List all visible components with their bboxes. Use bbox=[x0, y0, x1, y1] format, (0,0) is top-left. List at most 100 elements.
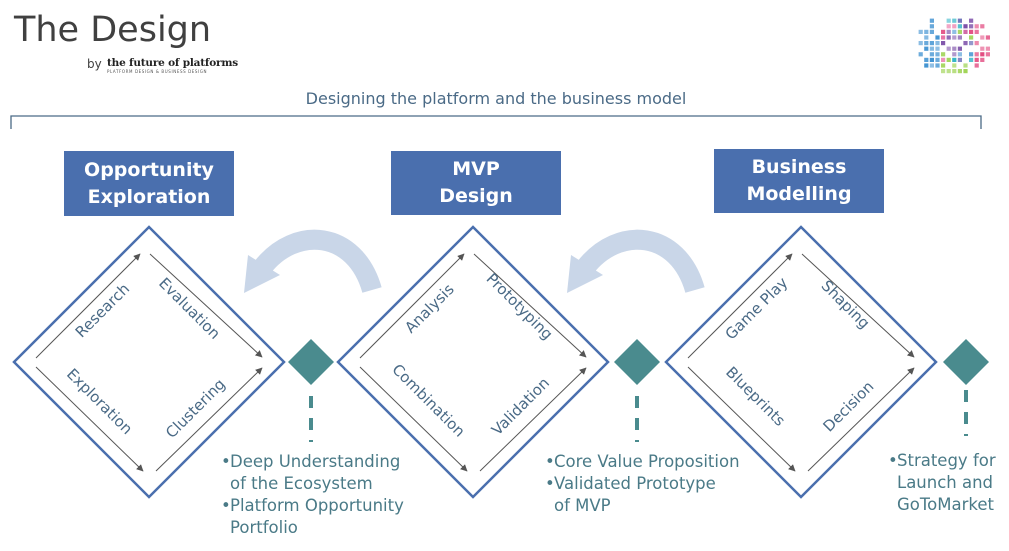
logo-dot bbox=[952, 46, 957, 51]
phase-box-mvp-design: MVP Design bbox=[391, 151, 561, 215]
logo-dot bbox=[974, 52, 979, 57]
logo-dot bbox=[969, 41, 974, 46]
feedback-arrow-2 bbox=[567, 229, 705, 294]
outcomes-business-modelling: •Strategy for Launch and GoToMarket bbox=[888, 451, 996, 514]
logo-dot bbox=[974, 24, 979, 29]
logo-dot bbox=[946, 24, 951, 29]
outcomes-mvp-design: •Core Value Proposition •Validated Proto… bbox=[545, 452, 740, 515]
logo-dot bbox=[929, 41, 934, 46]
logo-dot bbox=[935, 52, 940, 57]
logo-dot bbox=[929, 24, 934, 29]
logo-dot bbox=[935, 35, 940, 40]
logo-dot bbox=[929, 18, 934, 23]
logo-dot bbox=[974, 29, 979, 34]
logo-dot bbox=[924, 41, 929, 46]
logo-dot bbox=[918, 29, 923, 34]
milestone-3 bbox=[943, 339, 989, 436]
page-title: The Design bbox=[14, 10, 212, 50]
logo-dot bbox=[963, 41, 968, 46]
logo-dot bbox=[952, 63, 957, 68]
logo-dot bbox=[935, 46, 940, 51]
logo-dot bbox=[935, 63, 940, 68]
diamond-business-modelling: Game Play Shaping Blueprints Decision bbox=[664, 225, 938, 499]
logo-dot bbox=[969, 57, 974, 62]
logo-dot bbox=[963, 69, 968, 74]
logo-dot bbox=[924, 57, 929, 62]
logo-dot bbox=[946, 35, 951, 40]
logo-dot bbox=[941, 63, 946, 68]
logo-dot bbox=[929, 52, 934, 57]
brand-name: the future of platforms bbox=[107, 57, 238, 69]
outcome-item: Deep Understanding of the Ecosystem bbox=[230, 452, 401, 493]
logo-dot bbox=[946, 18, 951, 23]
outcome-item: Strategy for Launch and GoToMarket bbox=[897, 451, 996, 514]
logo-dot bbox=[952, 18, 957, 23]
logo-dot bbox=[974, 41, 979, 46]
logo-dot bbox=[980, 52, 985, 57]
logo-dot bbox=[957, 46, 962, 51]
logo-dot bbox=[969, 35, 974, 40]
logo-dot bbox=[946, 46, 951, 51]
logo-dot bbox=[929, 63, 934, 68]
logo-dot bbox=[941, 41, 946, 46]
logo-dot bbox=[974, 63, 979, 68]
logo-dot bbox=[952, 52, 957, 57]
diamond-opportunity-exploration: Research Evaluation Exploration Clusteri… bbox=[12, 225, 286, 499]
phase-box-business-modelling: Business Modelling bbox=[714, 149, 884, 213]
logo-dot bbox=[985, 46, 990, 51]
logo-dot bbox=[924, 35, 929, 40]
by-label: by bbox=[87, 57, 102, 71]
logo-dot bbox=[941, 35, 946, 40]
diagram-subtitle: Designing the platform and the business … bbox=[305, 89, 687, 108]
logo-dot bbox=[957, 69, 962, 74]
outcome-item: Platform Opportunity Portfolio bbox=[230, 496, 404, 537]
outcomes-opportunity-exploration: •Deep Understanding of the Ecosystem •Pl… bbox=[221, 452, 404, 537]
logo-dot bbox=[929, 29, 934, 34]
logo-dot bbox=[952, 24, 957, 29]
logo-dot bbox=[946, 69, 951, 74]
logo-dot bbox=[980, 35, 985, 40]
milestone-2 bbox=[614, 339, 660, 442]
logo-dot bbox=[918, 41, 923, 46]
logo-dot bbox=[952, 57, 957, 62]
logo-dot bbox=[985, 52, 990, 57]
logo-dot bbox=[918, 52, 923, 57]
logo-dot bbox=[941, 69, 946, 74]
logo-dot bbox=[969, 24, 974, 29]
logo-dot bbox=[969, 52, 974, 57]
logo-dot bbox=[929, 57, 934, 62]
phase-box-opportunity-exploration: Opportunity Exploration bbox=[64, 151, 234, 216]
logo-dot bbox=[963, 24, 968, 29]
logo-dot bbox=[941, 29, 946, 34]
logo-dot bbox=[946, 57, 951, 62]
logo-dot bbox=[924, 29, 929, 34]
feedback-arrow-1 bbox=[244, 229, 382, 294]
logo-dot bbox=[952, 69, 957, 74]
outcome-item: Validated Prototype of MVP bbox=[554, 474, 716, 515]
logo-dot bbox=[924, 46, 929, 51]
logo-dot bbox=[935, 41, 940, 46]
logo-dot bbox=[963, 29, 968, 34]
logo-dot bbox=[941, 52, 946, 57]
logo-dot bbox=[963, 63, 968, 68]
logo-dot bbox=[935, 57, 940, 62]
logo-dot bbox=[957, 52, 962, 57]
logo-dot bbox=[980, 57, 985, 62]
logo-dot bbox=[952, 29, 957, 34]
logo-dot bbox=[957, 29, 962, 34]
brand-logo bbox=[918, 18, 990, 74]
logo-dot bbox=[957, 57, 962, 62]
logo-dot bbox=[980, 24, 985, 29]
logo-dot bbox=[980, 46, 985, 51]
logo-dot bbox=[941, 57, 946, 62]
outcome-item: Core Value Proposition bbox=[554, 452, 740, 471]
subtitle-bracket bbox=[10, 115, 982, 129]
logo-dot bbox=[957, 24, 962, 29]
logo-dot bbox=[985, 35, 990, 40]
logo-dot bbox=[974, 57, 979, 62]
logo-dot bbox=[957, 18, 962, 23]
logo-dot bbox=[946, 29, 951, 34]
logo-dot bbox=[969, 18, 974, 23]
brand-tagline: PLATFORM DESIGN & BUSINESS DESIGN bbox=[107, 69, 208, 74]
